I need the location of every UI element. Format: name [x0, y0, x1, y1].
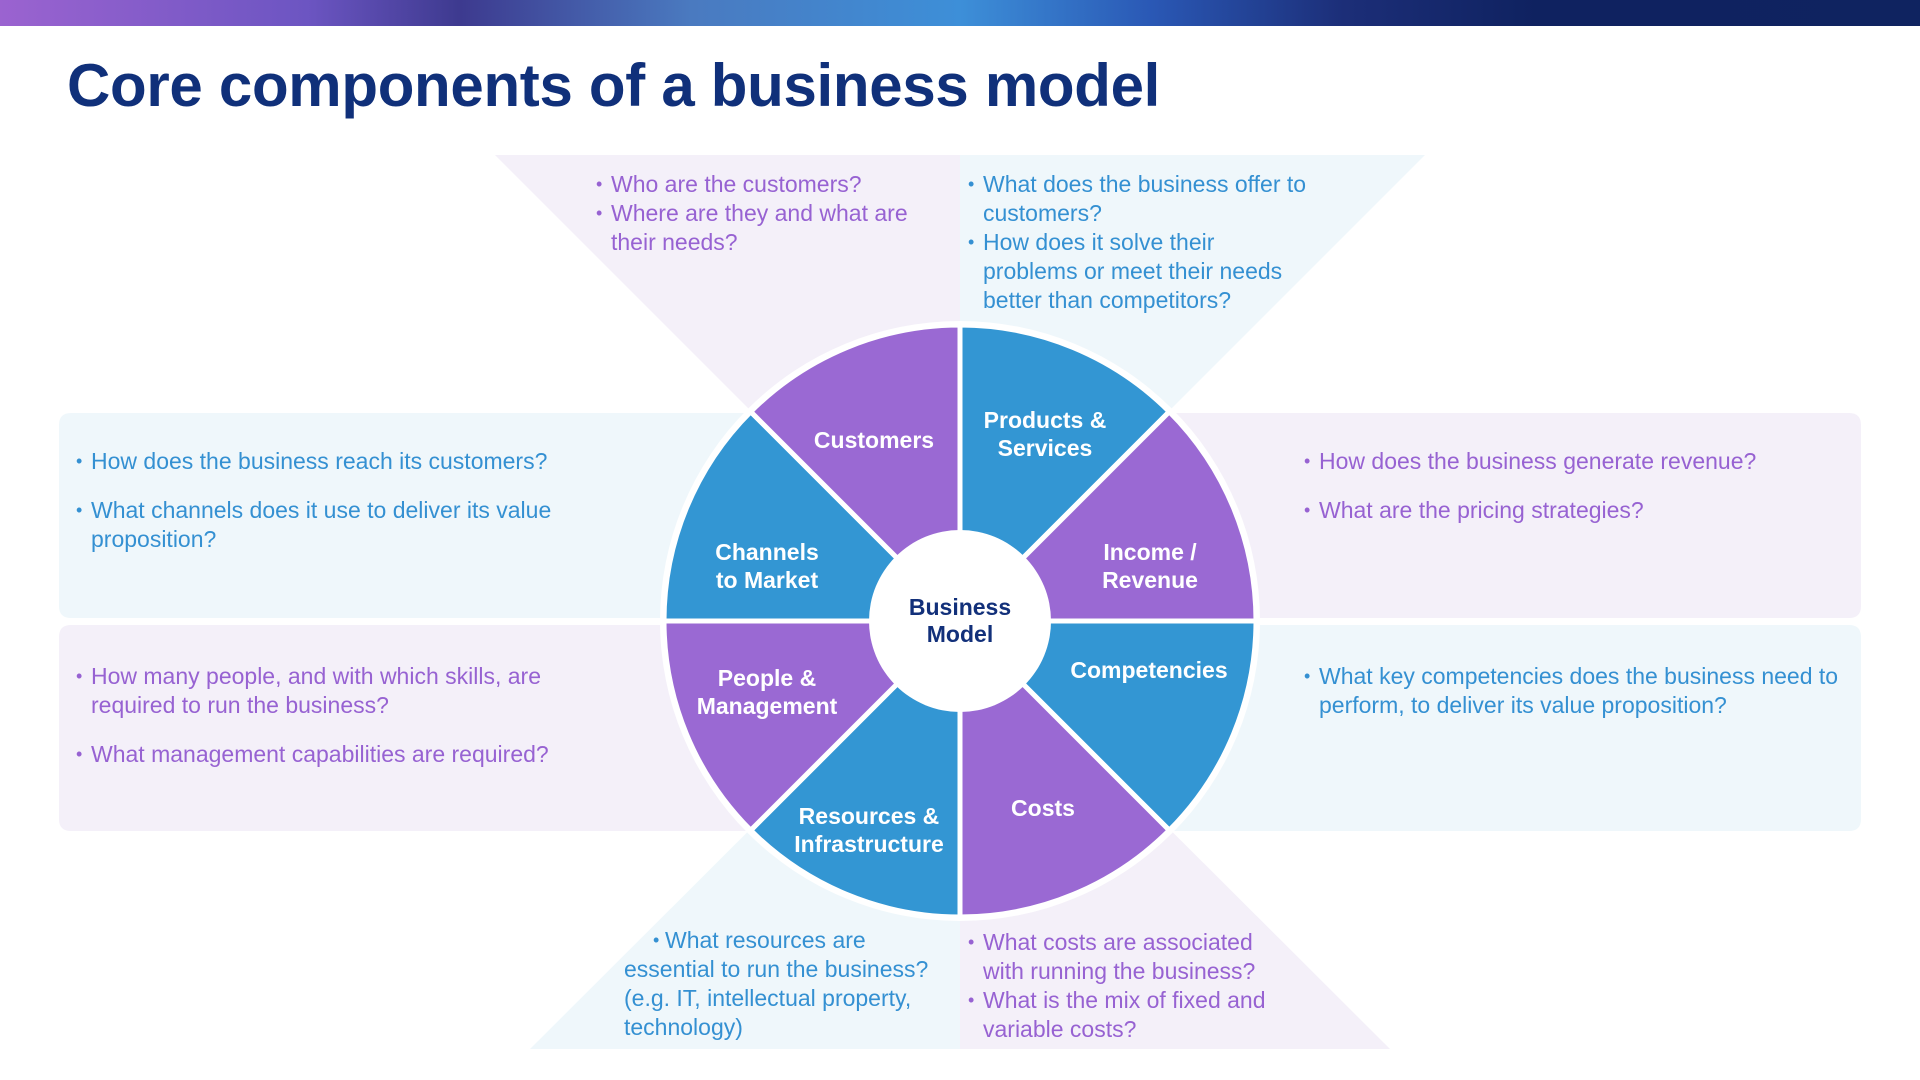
segment-label-line1: Income / [1103, 539, 1197, 565]
segment-label-customers[interactable]: Customers [814, 426, 934, 454]
segment-label-channels-to-market[interactable]: Channels to Market [715, 538, 819, 594]
segment-label-line1: Products & [983, 407, 1107, 433]
segment-label-line2: Management [696, 693, 838, 719]
competencies-questions: What key competencies does the business … [1304, 662, 1846, 720]
question-item: What is the mix of fixed and variable co… [968, 986, 1280, 1044]
question-item: What key competencies does the business … [1304, 662, 1846, 720]
question-item: What does the business offer to customer… [968, 170, 1330, 228]
income-questions: How does the business generate revenue? … [1304, 447, 1826, 525]
segment-label-line1: Resources & [798, 803, 940, 829]
segment-label-line1: People & [717, 665, 817, 691]
resources-questions: • What resources are essential to run th… [624, 926, 954, 1042]
segment-label-competencies[interactable]: Competencies [1070, 656, 1227, 684]
center-hub [869, 530, 1051, 712]
segment-label-line1: Costs [1011, 795, 1075, 821]
segment-label-line2: to Market [715, 567, 819, 593]
customers-questions: Who are the customers? Where are they an… [596, 170, 938, 257]
channels-questions: How does the business reach its customer… [76, 447, 598, 554]
segment-label-resources-infrastructure[interactable]: Resources & Infrastructure [794, 802, 944, 858]
question-item: How does the business reach its customer… [76, 447, 598, 476]
segment-label-line2: Revenue [1102, 567, 1198, 593]
center-label-line2: Model [926, 621, 994, 647]
question-item: How many people, and with which skills, … [76, 662, 578, 720]
question-item: Who are the customers? [596, 170, 938, 199]
question-item: How does the business generate revenue? [1304, 447, 1826, 476]
segment-label-line1: Customers [813, 427, 935, 453]
bullet-icon: • [653, 930, 660, 950]
question-continuation: essential to run the business? (e.g. IT,… [624, 956, 929, 1040]
center-label-line1: Business [908, 594, 1012, 620]
question-item: Where are they and what are their needs? [596, 199, 938, 257]
page-title: Core components of a business model [67, 52, 1161, 119]
question-item: How does it solve their problems or meet… [968, 228, 1283, 315]
center-label: Business Model [909, 594, 1011, 648]
segment-label-income-revenue[interactable]: Income / Revenue [1102, 538, 1198, 594]
segment-label-line2: Infrastructure [794, 831, 944, 857]
costs-questions: What costs are associated with running t… [968, 928, 1280, 1044]
segment-label-costs[interactable]: Costs [1011, 794, 1075, 822]
segment-label-line2: Services [997, 435, 1093, 461]
question-item: What management capabilities are require… [76, 740, 578, 769]
header-gradient-banner [0, 0, 1920, 26]
question-line: What resources are [665, 927, 866, 953]
people-questions: How many people, and with which skills, … [76, 662, 578, 769]
question-item: What costs are associated with running t… [968, 928, 1280, 986]
segment-label-line1: Channels [715, 539, 819, 565]
question-item: What are the pricing strategies? [1304, 496, 1826, 525]
question-item: What channels does it use to deliver its… [76, 496, 598, 554]
products-services-questions: What does the business offer to customer… [968, 170, 1330, 315]
segment-label-people-management[interactable]: People & Management [697, 664, 838, 720]
question-item: • What resources are [624, 926, 954, 955]
segment-label-line1: Competencies [1070, 657, 1228, 683]
segment-label-products-services[interactable]: Products & Services [984, 406, 1107, 462]
